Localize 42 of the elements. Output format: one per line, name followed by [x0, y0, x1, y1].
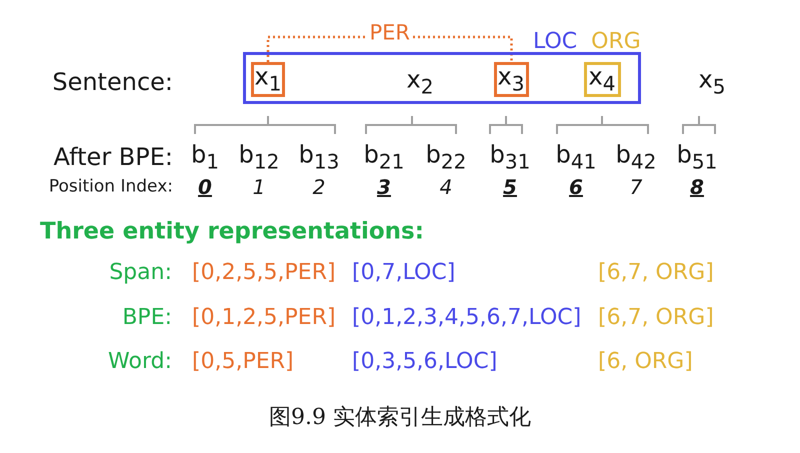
section-heading: Three entity representations: [40, 220, 424, 244]
position-index: 3 [377, 177, 391, 197]
row-label: BPE: [122, 307, 172, 329]
position-index: 7 [630, 177, 642, 197]
subword-text: b$_{12}$ [238, 142, 280, 172]
position-index: 0 [198, 177, 212, 197]
entity-tuple: [0,1,2,5,PER] [192, 307, 336, 329]
position-index: 5 [503, 177, 517, 197]
position-index: 1 [252, 177, 266, 197]
entity-tuple: [0,2,5,5,PER] [192, 262, 336, 284]
row-label: Sentence: [52, 70, 173, 94]
figure-caption: 图9.9 实体索引生成格式化 [269, 407, 531, 429]
entity-tuple: [0,7,LOC] [352, 262, 456, 284]
token-text: x$_{1}$ [254, 64, 282, 94]
box-heading: ORG [591, 31, 641, 53]
position-index: 2 [312, 177, 326, 197]
box-heading: LOC [533, 31, 578, 53]
token-text: x$_{2}$ [406, 68, 434, 96]
subword-text: b$_{21}$ [364, 142, 404, 172]
row-label: Word: [108, 351, 172, 373]
subword-text: b$_{51}$ [676, 142, 718, 172]
token-text: x$_{5}$ [698, 68, 726, 96]
entity-tuple: [6,7, ORG] [598, 262, 714, 284]
subword-text: b$_{22}$ [426, 142, 466, 172]
row-label: Position Index: [48, 178, 173, 196]
subword-text: b$_{42}$ [616, 142, 656, 172]
row-label: After BPE: [54, 145, 173, 169]
token-text: x$_{4}$ [588, 64, 616, 94]
entity-tuple: [6,7, ORG] [598, 307, 714, 329]
subword-text: b$_{41}$ [556, 142, 596, 172]
subword-text: b$_{13}$ [298, 142, 340, 172]
entity-tuple: [0,5,PER] [192, 351, 294, 373]
position-index: 6 [569, 177, 583, 197]
token-text: x$_{3}$ [498, 64, 524, 94]
subword-text: b$_{31}$ [490, 142, 530, 172]
subword-text: b$_{1}$ [191, 142, 219, 172]
row-label: Span: [109, 262, 172, 284]
entity-tuple: [0,3,5,6,LOC] [352, 351, 498, 373]
entity-tuple: [6, ORG] [598, 351, 693, 373]
entity-tuple: [0,1,2,3,4,5,6,7,LOC] [352, 307, 582, 329]
position-index: 8 [690, 177, 704, 197]
position-index: 4 [440, 177, 452, 197]
